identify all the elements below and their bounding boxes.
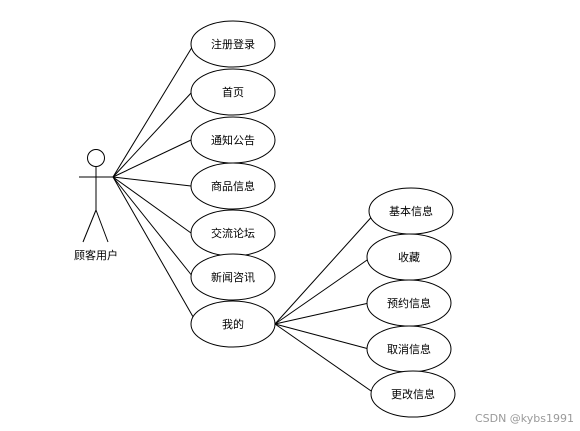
use-case-label: 基本信息 xyxy=(389,204,433,218)
actor-label: 顾客用户 xyxy=(74,248,118,262)
assoc-line-notice xyxy=(112,139,192,178)
actor-stick-figure xyxy=(79,149,113,243)
mine-association-lines xyxy=(274,211,377,394)
use-case-label: 注册登录 xyxy=(211,37,255,51)
use-case-label: 更改信息 xyxy=(391,387,435,401)
use-case-label: 新闻咨讯 xyxy=(211,270,255,284)
use-case-home: 首页 xyxy=(190,68,276,116)
sub-use-case-cancel: 取消信息 xyxy=(366,325,452,373)
assoc-line-forum xyxy=(112,176,192,234)
use-case-register: 注册登录 xyxy=(190,20,276,68)
sub-use-case-favorite: 收藏 xyxy=(366,233,452,281)
use-case-ellipse xyxy=(190,68,276,116)
sub-line-cancel xyxy=(274,323,370,350)
use-case-label: 取消信息 xyxy=(387,342,431,356)
use-case-label: 交流论坛 xyxy=(211,226,255,240)
sub-line-basic xyxy=(274,211,377,325)
use-case-ellipse xyxy=(190,253,276,301)
actor-right-leg xyxy=(95,209,109,243)
use-case-news: 新闻咨讯 xyxy=(190,253,276,301)
sub-line-change xyxy=(274,323,375,394)
sub-line-reserve xyxy=(274,302,370,325)
use-case-goods: 商品信息 xyxy=(190,162,276,210)
assoc-line-goods xyxy=(112,176,192,187)
use-case-ellipse xyxy=(190,20,276,68)
main-use-cases: 注册登录 首页 通知公告 商品信息 交流论坛 新闻咨讯 我的 xyxy=(190,20,276,348)
sub-line-favorite xyxy=(274,257,371,325)
assoc-line-mine xyxy=(112,176,197,323)
sub-use-case-reserve: 预约信息 xyxy=(366,279,452,327)
use-case-ellipse xyxy=(370,370,456,418)
assoc-line-news xyxy=(112,176,194,278)
use-case-mine: 我的 xyxy=(190,300,276,348)
use-case-forum: 交流论坛 xyxy=(190,209,276,257)
use-case-label: 通知公告 xyxy=(211,133,255,147)
actor-left-leg xyxy=(82,209,97,243)
use-case-ellipse xyxy=(190,300,276,348)
use-case-label: 首页 xyxy=(222,85,244,99)
use-case-ellipse xyxy=(190,162,276,210)
assoc-line-home xyxy=(112,91,193,178)
sub-use-case-basic: 基本信息 xyxy=(368,187,454,235)
sub-use-case-change: 更改信息 xyxy=(370,370,456,418)
actor-association-lines xyxy=(112,43,197,323)
use-case-label: 收藏 xyxy=(398,250,420,264)
sub-use-cases: 基本信息 收藏 预约信息 取消信息 更改信息 xyxy=(366,187,456,418)
actor-head xyxy=(87,149,105,167)
use-case-notice: 通知公告 xyxy=(190,116,276,164)
use-case-label: 我的 xyxy=(222,317,244,331)
watermark: CSDN @kybs1991 xyxy=(474,412,574,425)
assoc-line-register xyxy=(112,43,195,178)
use-case-label: 商品信息 xyxy=(211,179,255,193)
use-case-label: 预约信息 xyxy=(387,296,431,310)
